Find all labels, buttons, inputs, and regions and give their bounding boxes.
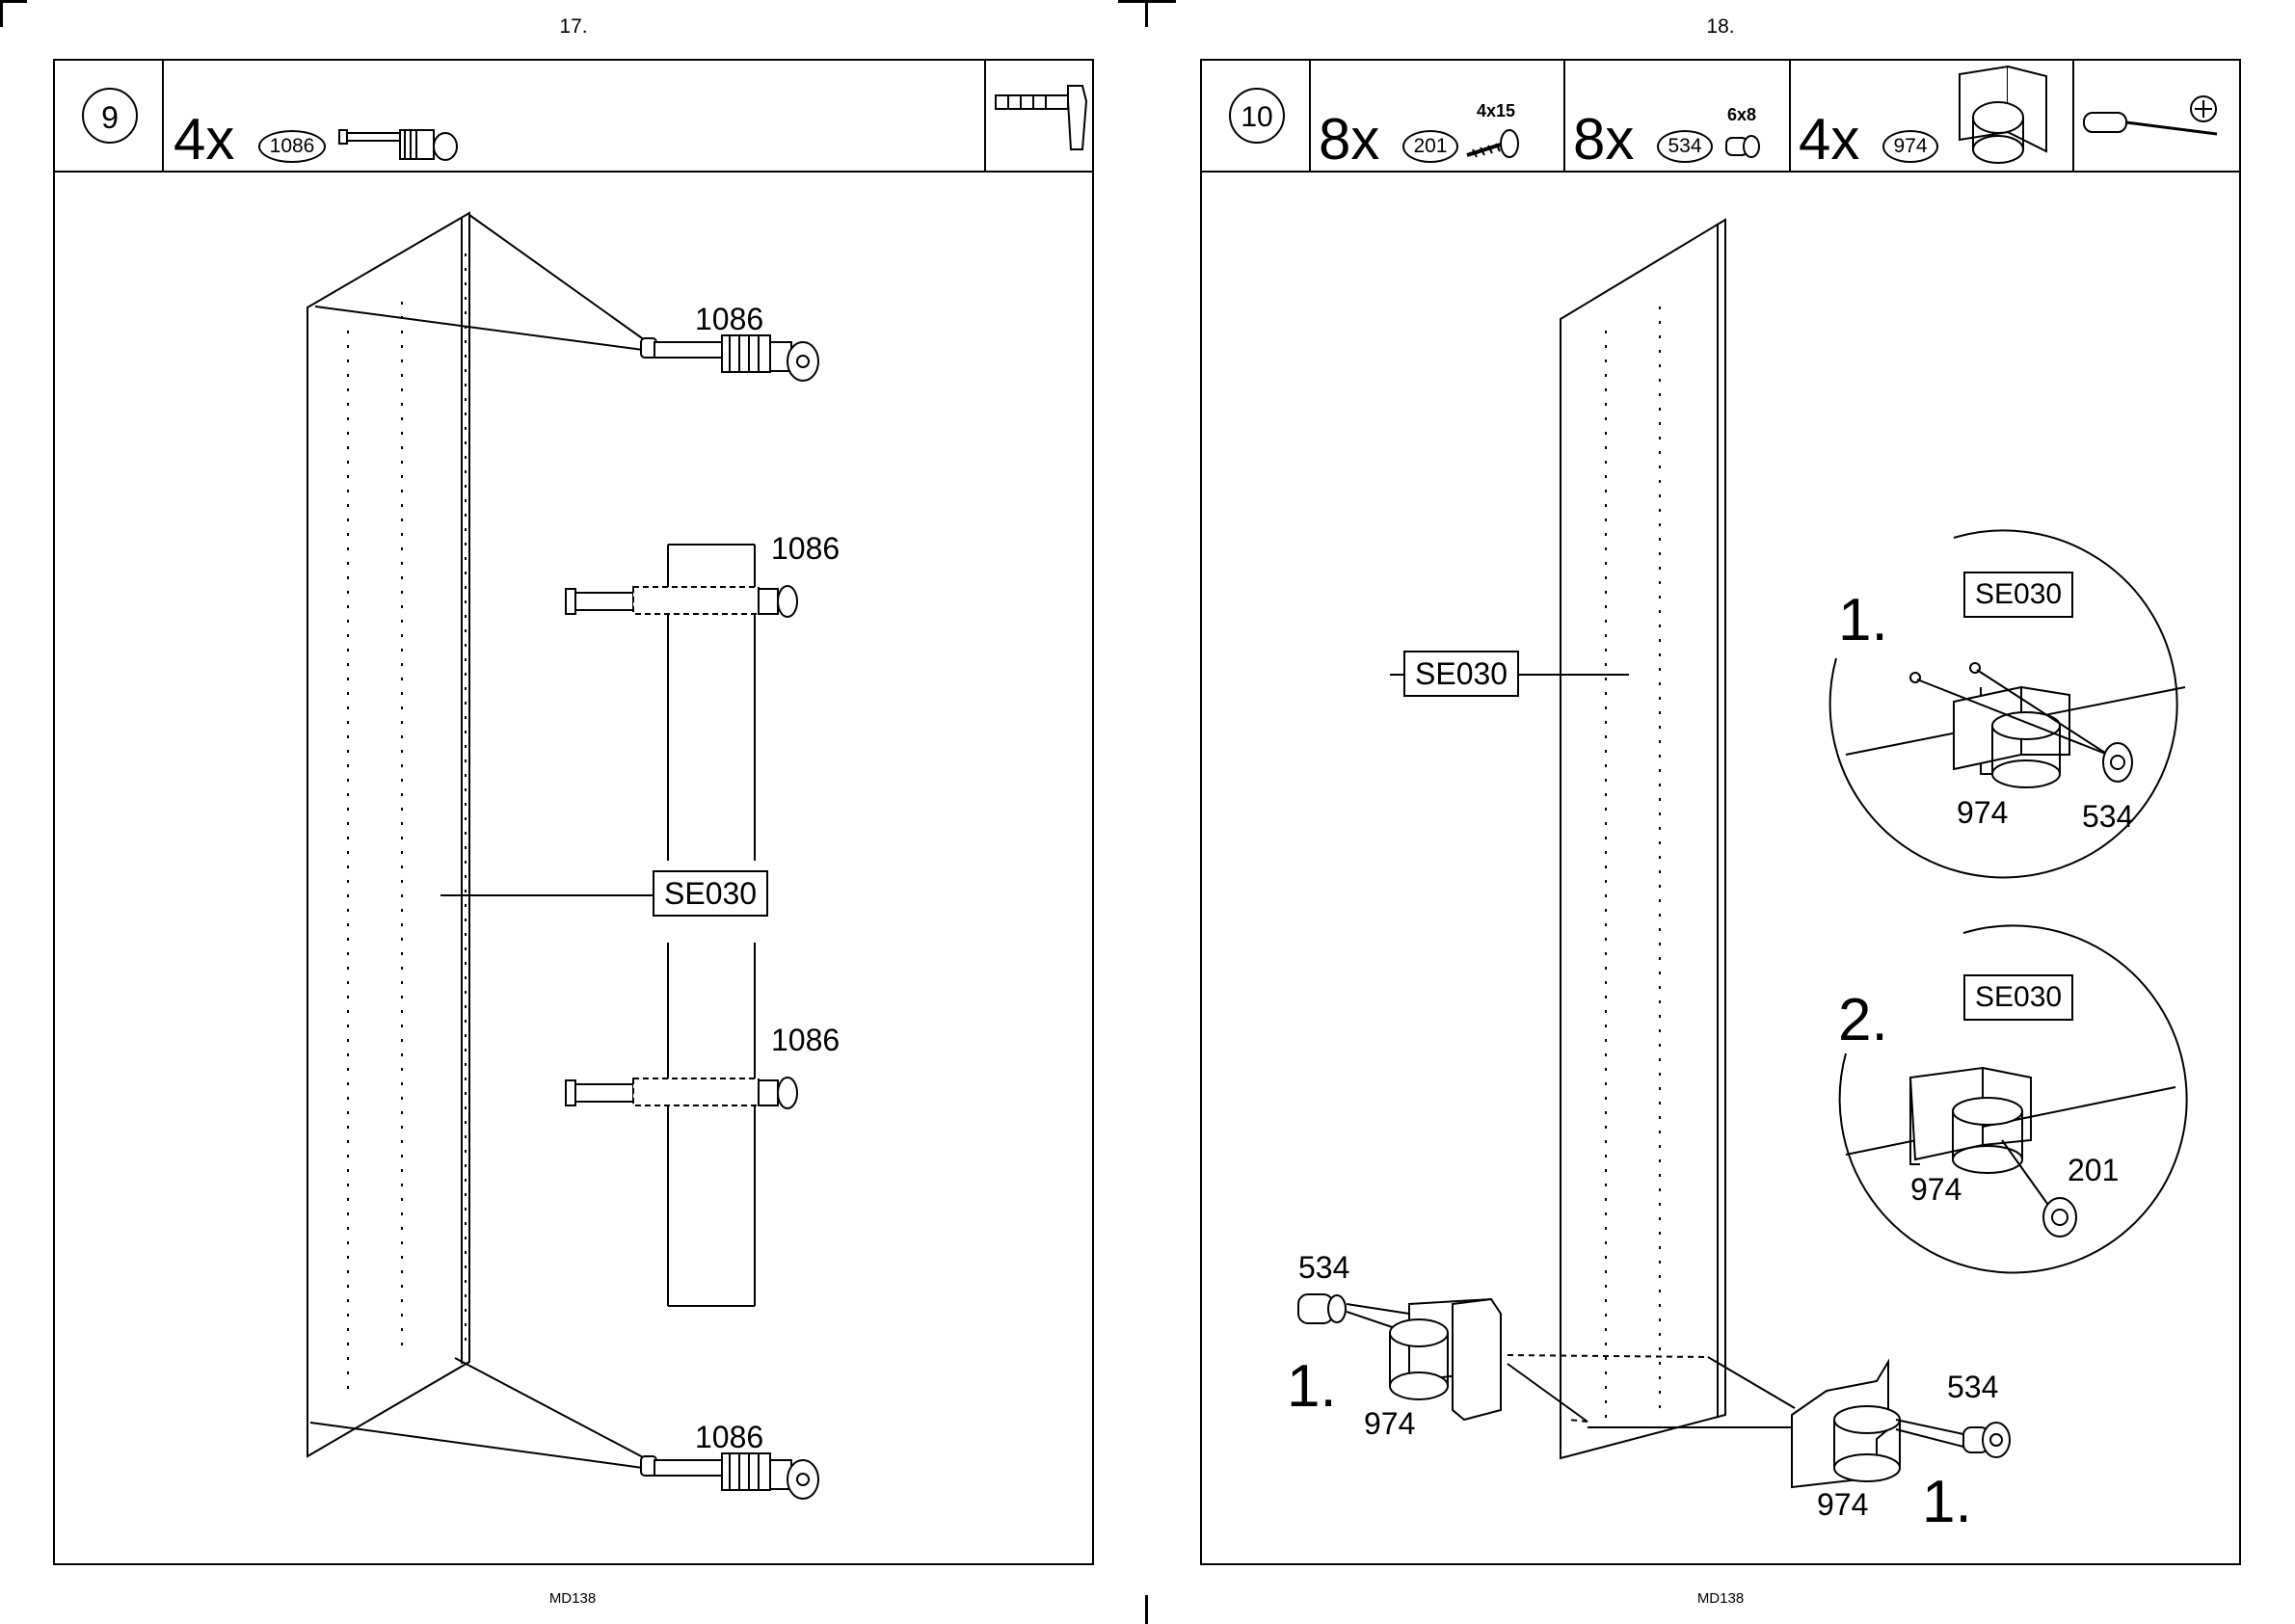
bottom-right-part-974: 974 bbox=[1817, 1487, 1868, 1523]
panel-label: SE030 bbox=[1403, 651, 1519, 697]
bottom-right-part-534: 534 bbox=[1947, 1370, 1998, 1405]
bottom-right-sequence: 1. bbox=[1922, 1468, 1972, 1536]
crop-mark bbox=[0, 0, 3, 27]
cam-dowel-middle-lower bbox=[566, 1078, 797, 1108]
page-footer: MD138 bbox=[1624, 1590, 1817, 1607]
crop-mark bbox=[0, 0, 27, 3]
side-panel-se030 bbox=[1390, 220, 1725, 1458]
crop-mark bbox=[1118, 0, 1176, 3]
panel-edge-section bbox=[668, 545, 755, 1306]
detail-1-label: SE030 bbox=[1963, 572, 2073, 618]
detail-2-part-201: 201 bbox=[2068, 1153, 2119, 1188]
step-9-drawing bbox=[55, 61, 1096, 1567]
step-10-frame: 10 8x 201 4x15 8x 534 6x8 4x 974 bbox=[1200, 59, 2241, 1565]
detail-2-part-974: 974 bbox=[1910, 1172, 1961, 1208]
detail-1-sequence: 1. bbox=[1838, 586, 1888, 654]
page-footer: MD138 bbox=[476, 1590, 669, 1607]
callout-1086-top: 1086 bbox=[695, 302, 763, 337]
bottom-left-sequence: 1. bbox=[1287, 1352, 1337, 1421]
cam-dowel-middle-upper bbox=[566, 586, 797, 617]
page-number: 18. bbox=[1663, 15, 1778, 39]
detail-2-label: SE030 bbox=[1963, 974, 2073, 1021]
step-9-frame: 9 4x 1086 bbox=[53, 59, 1094, 1565]
cam-dowel-top bbox=[641, 335, 818, 381]
bottom-left-part-534: 534 bbox=[1298, 1250, 1349, 1286]
detail-1-part-534: 534 bbox=[2082, 799, 2133, 835]
detail-2-sequence: 2. bbox=[1838, 986, 1888, 1054]
crop-mark bbox=[1145, 1595, 1148, 1624]
cam-dowel-bottom bbox=[641, 1453, 818, 1499]
callout-1086-middle-upper: 1086 bbox=[771, 531, 840, 567]
callout-1086-bottom: 1086 bbox=[695, 1420, 763, 1455]
callout-1086-middle-lower: 1086 bbox=[771, 1023, 840, 1058]
panel-label: SE030 bbox=[653, 870, 768, 917]
crop-mark bbox=[1145, 0, 1148, 27]
page-number: 17. bbox=[516, 15, 631, 39]
detail-1-part-974: 974 bbox=[1957, 795, 2008, 831]
side-panel-se030 bbox=[307, 213, 469, 1456]
bottom-left-part-974: 974 bbox=[1364, 1406, 1415, 1442]
